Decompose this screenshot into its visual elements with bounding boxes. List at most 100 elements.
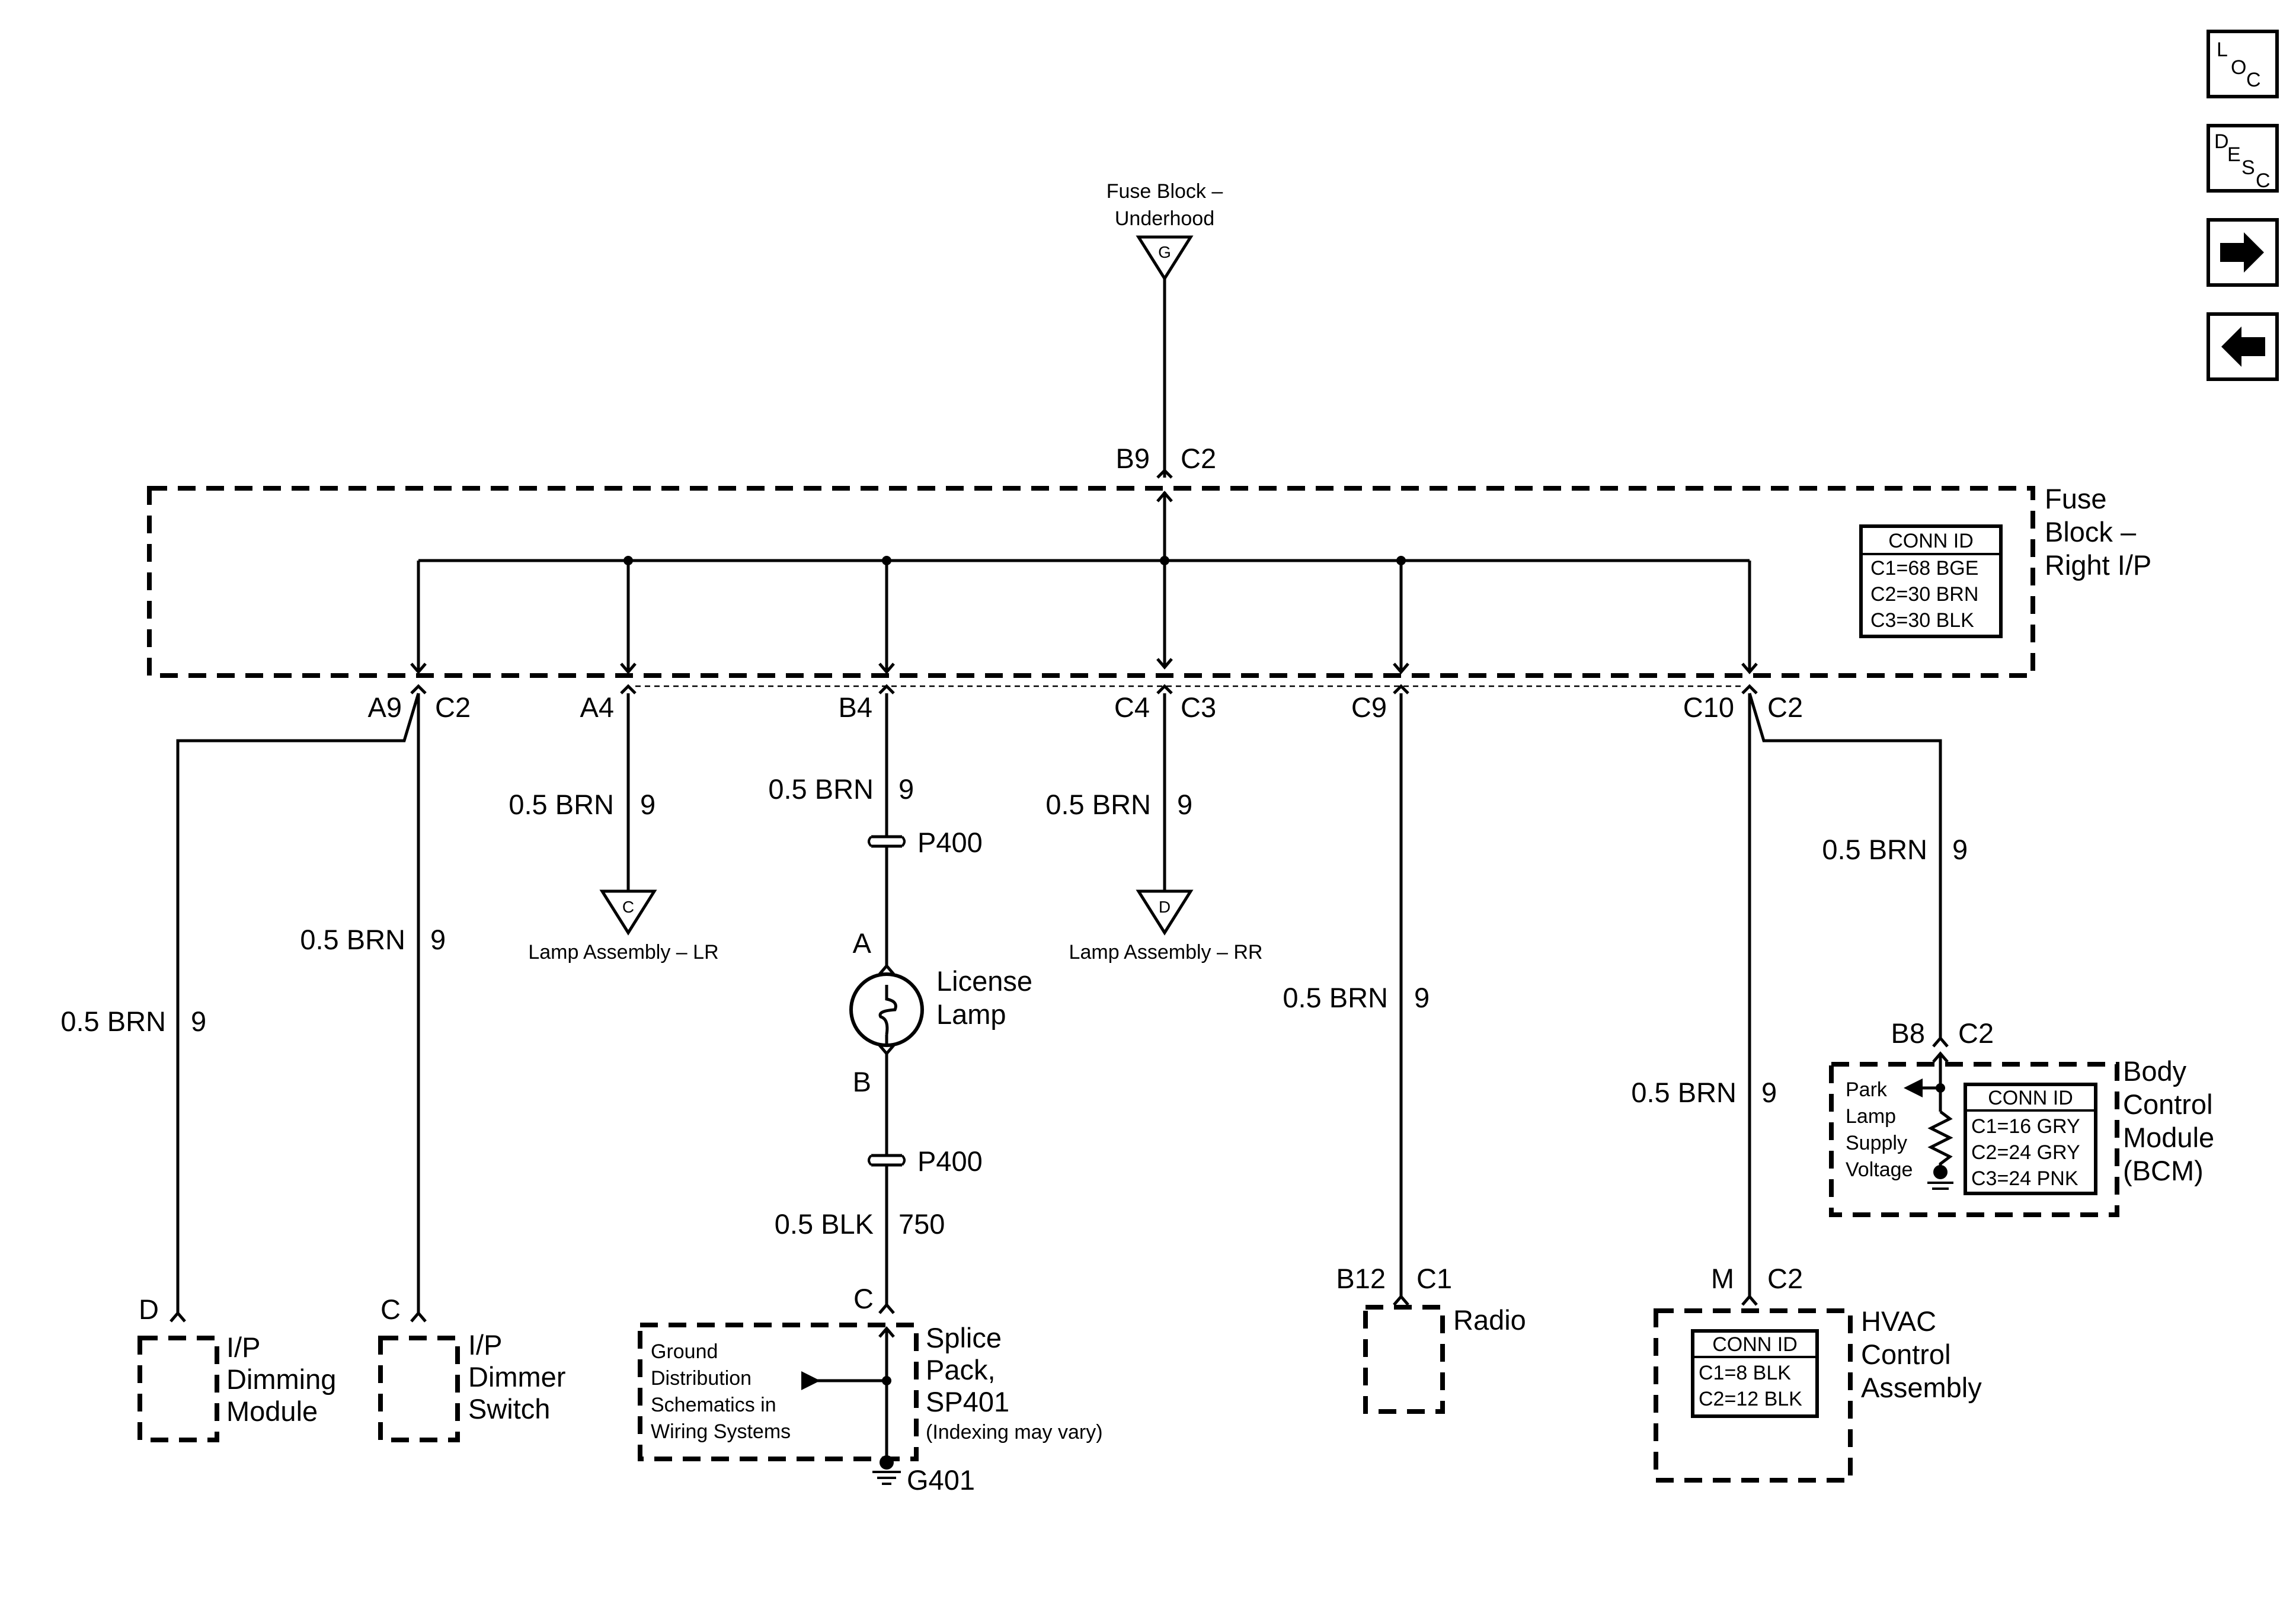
lamp-lr-pin: C xyxy=(622,898,634,916)
hvac-label-1: HVAC xyxy=(1861,1305,1936,1337)
conn-id-title: CONN ID xyxy=(1712,1333,1798,1356)
dimmer-switch-label-1: I/P xyxy=(468,1329,502,1361)
lamp-rr-label: Lamp Assembly – RR xyxy=(1069,941,1263,964)
wire-gauge: 0.5 BRN xyxy=(60,1006,166,1037)
ground-dist-text-3: Schematics in xyxy=(651,1394,776,1416)
bcm-supply-text-4: Voltage xyxy=(1846,1158,1913,1181)
pin-c10: C10 xyxy=(1683,692,1734,723)
desc-letter-c: C xyxy=(2256,169,2271,192)
ground-dist-text-4: Wiring Systems xyxy=(651,1420,791,1443)
loc-letter-l: L xyxy=(2217,39,2228,61)
fuse-block-right-ip: Fuse Block – Right I/P CONN ID C1=68 BGE… xyxy=(147,483,2151,678)
fuse-underhood-label-2: Underhood xyxy=(1115,207,1214,230)
pin-a9-connector: C2 xyxy=(435,692,471,723)
pin-a4: A4 xyxy=(580,692,615,723)
dimming-module-label-1: I/P xyxy=(226,1331,260,1363)
conn-id-title: CONN ID xyxy=(1888,530,1974,552)
resistor-icon xyxy=(1927,1110,1953,1170)
ip-dimmer-switch: I/P Dimmer Switch xyxy=(378,1329,565,1442)
bcm-label-3: Module xyxy=(2123,1122,2214,1153)
next-page-button[interactable] xyxy=(2207,218,2279,287)
wire-circuit: 9 xyxy=(898,773,914,805)
pin-c9: C9 xyxy=(1351,692,1387,723)
fuse-underhood-label-1: Fuse Block – xyxy=(1107,180,1223,203)
hvac-control-assembly: CONN ID C1=8 BLK C2=12 BLK HVAC Control … xyxy=(1654,1305,1982,1483)
lamp-assembly-rr: D Lamp Assembly – RR xyxy=(1069,889,1263,964)
arrow-right-icon xyxy=(2220,232,2264,273)
fuse-input-pin: B9 xyxy=(1116,443,1150,474)
radio-connector: C1 xyxy=(1416,1263,1452,1294)
wire-circuit: 9 xyxy=(430,924,446,955)
ground-dist-text-2: Distribution xyxy=(651,1367,752,1390)
wire-circuit: 9 xyxy=(640,789,655,820)
fuse-right-ip-label-1: Fuse xyxy=(2045,483,2107,514)
body-control-module: Park Lamp Supply Voltage CONN ID C1=16 G… xyxy=(1829,1051,2214,1217)
radio-pin: B12 xyxy=(1336,1263,1386,1294)
location-button[interactable]: L O C xyxy=(2207,30,2279,98)
conn-id-row: C1=16 GRY xyxy=(1971,1115,2080,1138)
wire-gauge: 0.5 BLK xyxy=(775,1208,874,1240)
ground-g401: G401 xyxy=(872,1455,975,1496)
loc-letter-c: C xyxy=(2246,69,2261,91)
p400-bottom-label: P400 xyxy=(917,1145,983,1177)
license-lamp: License Lamp xyxy=(849,965,1032,1047)
wire-circuit: 9 xyxy=(1952,834,1968,865)
radio-label: Radio xyxy=(1453,1304,1526,1336)
conn-id-title: CONN ID xyxy=(1988,1087,2073,1109)
inline-connector-p400-top: P400 xyxy=(868,827,983,858)
pin-c4-connector: C3 xyxy=(1181,692,1216,723)
conn-id-row: C1=68 BGE xyxy=(1870,557,1978,580)
fuse-right-ip-label-3: Right I/P xyxy=(2045,549,2151,581)
description-button[interactable]: D E S C xyxy=(2207,124,2279,193)
arrow-left-icon xyxy=(2221,327,2265,367)
splice-pack-sp401: Ground Distribution Schematics in Wiring… xyxy=(638,1322,1103,1464)
conn-id-row: C2=12 BLK xyxy=(1699,1388,1802,1410)
conn-id-row: C3=24 PNK xyxy=(1971,1167,2078,1190)
splice-pack-label-2: Pack, xyxy=(926,1354,996,1385)
bulb-filament-icon xyxy=(878,985,897,1035)
dimmer-switch-label-3: Switch xyxy=(468,1393,550,1425)
wire-gauge: 0.5 BRN xyxy=(1631,1077,1737,1108)
bcm-supply-text-2: Lamp xyxy=(1846,1105,1896,1128)
bcm-supply-text-1: Park xyxy=(1846,1078,1888,1101)
conn-id-row: C3=30 BLK xyxy=(1870,609,1974,632)
dimmer-switch-pin: C xyxy=(380,1294,401,1325)
hvac-connector: C2 xyxy=(1767,1263,1803,1294)
arrow-pointer-icon xyxy=(801,1371,820,1390)
loc-letter-o: O xyxy=(2231,56,2246,79)
wire-gauge: 0.5 BRN xyxy=(1822,834,1927,865)
fuse-underhood-pin: G xyxy=(1158,243,1171,261)
radio: Radio xyxy=(1363,1304,1526,1414)
arrow-pointer-icon xyxy=(1904,1078,1923,1097)
pin-a9: A9 xyxy=(368,692,402,723)
dimming-module-pin: D xyxy=(139,1294,159,1325)
dimmer-switch-label-2: Dimmer xyxy=(468,1361,565,1393)
fuse-input-connector: C2 xyxy=(1181,443,1216,474)
dimming-module-label-3: Module xyxy=(226,1395,318,1427)
wire-circuit: 9 xyxy=(1177,789,1192,820)
license-lamp-pin-b: B xyxy=(853,1066,871,1097)
license-lamp-label-2: Lamp xyxy=(936,998,1006,1030)
splice-pack-pin: C xyxy=(853,1283,874,1314)
fuse-right-ip-label-2: Block – xyxy=(2045,516,2137,548)
desc-letter-s: S xyxy=(2241,156,2255,179)
wire-gauge: 0.5 BRN xyxy=(509,789,614,820)
wire-gauge: 0.5 BRN xyxy=(768,773,874,805)
ip-dimming-module: I/P Dimming Module xyxy=(137,1331,336,1442)
wire-circuit: 9 xyxy=(1761,1077,1777,1108)
ground-g401-label: G401 xyxy=(907,1464,975,1496)
splice-pack-label-3: SP401 xyxy=(926,1386,1009,1417)
bcm-pin: B8 xyxy=(1891,1017,1926,1049)
wire-circuit: 750 xyxy=(898,1208,945,1240)
wire-circuit: 9 xyxy=(1414,982,1430,1013)
desc-letter-e: E xyxy=(2227,143,2241,166)
license-lamp-label-1: License xyxy=(936,965,1032,997)
bcm-label-2: Control xyxy=(2123,1089,2213,1120)
ground-dist-text-1: Ground xyxy=(651,1340,718,1363)
splice-pack-note: (Indexing may vary) xyxy=(926,1421,1103,1443)
lamp-assembly-lr: C Lamp Assembly – LR xyxy=(528,889,719,964)
bcm-connector: C2 xyxy=(1958,1017,1994,1049)
wire-gauge: 0.5 BRN xyxy=(300,924,405,955)
previous-page-button[interactable] xyxy=(2207,312,2279,381)
